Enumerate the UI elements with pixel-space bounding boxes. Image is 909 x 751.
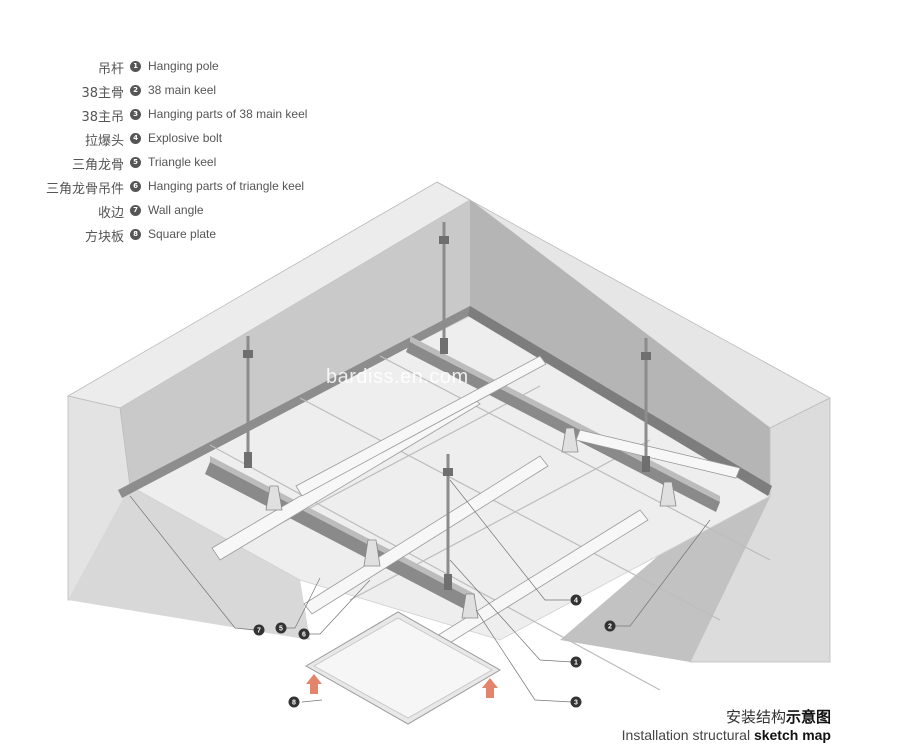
legend-number-badge: 7 [130, 205, 141, 216]
callout-8-label: 8 [292, 700, 296, 707]
legend-number-badge: 6 [130, 181, 141, 192]
legend-cn-label: 三角龙骨 [71, 158, 124, 173]
callout-5-label: 5 [279, 626, 283, 633]
callout-3: 3 [570, 696, 582, 708]
square-plate [305, 611, 501, 725]
callout-1-label: 1 [574, 660, 578, 667]
callout-2: 2 [604, 620, 616, 632]
legend-cn-label: 收边 [97, 206, 124, 221]
leader-lines [129, 479, 711, 703]
legend-number-badge: 2 [130, 85, 141, 96]
legend-cn-label: 三角龙骨吊件 [45, 182, 124, 197]
legend-item: 38主吊 3 Hanging parts of 38 main keel [0, 104, 360, 126]
callout-4: 4 [570, 594, 582, 606]
caption-en-bold: sketch map [753, 727, 831, 743]
legend-cn-label: 38主骨 [81, 86, 124, 101]
caption-en-regular: Installation structural [621, 727, 754, 743]
legend-en-label: Triangle keel [148, 155, 217, 169]
caption-cn: 安装结构示意图 [622, 706, 831, 727]
legend-cn-label: 38主吊 [81, 110, 124, 125]
legend-item: 三角龙骨 5 Triangle keel [0, 152, 360, 174]
legend-en-label: Square plate [148, 227, 217, 241]
callout-6-label: 6 [302, 632, 306, 639]
callout-3-label: 3 [574, 700, 578, 707]
wall-face-left [120, 200, 470, 486]
callout-7: 7 [253, 624, 265, 636]
callout-7-label: 7 [257, 628, 261, 635]
legend-number-badge: 8 [130, 229, 141, 240]
callout-8: 8 [288, 696, 300, 708]
callout-4-label: 4 [574, 598, 578, 605]
legend-en-label: Hanging parts of triangle keel [148, 179, 305, 193]
callout-6: 6 [298, 628, 310, 640]
legend-item: 拉爆头 4 Explosive bolt [0, 128, 360, 150]
legend-number-badge: 3 [130, 109, 141, 120]
caption: 安装结构示意图 Installation structural sketch m… [622, 706, 831, 743]
legend-en-label: Wall angle [148, 203, 204, 217]
legend-item: 收边 7 Wall angle [0, 200, 360, 222]
caption-cn-regular: 安装结构 [725, 708, 786, 726]
caption-en: Installation structural sketch map [622, 727, 831, 743]
legend-number-badge: 5 [130, 157, 141, 168]
callout-1: 1 [570, 656, 582, 668]
triangle-keels [211, 355, 741, 671]
legend-en-label: Hanging parts of 38 main keel [148, 107, 308, 121]
legend-cn-label: 拉爆头 [84, 134, 124, 149]
legend-number-badge: 1 [130, 61, 141, 72]
legend-cn-label: 吊杆 [97, 62, 124, 77]
hanging-pole-clips [243, 236, 651, 590]
legend-number-badge: 4 [130, 133, 141, 144]
triangle-keel-hangers [265, 427, 677, 619]
watermark: bardiss.en.com [326, 366, 469, 388]
callout-2-label: 2 [608, 624, 612, 631]
legend-item: 方块板 8 Square plate [0, 224, 360, 246]
caption-cn-bold: 示意图 [785, 708, 831, 726]
legend-cn-label: 方块板 [84, 230, 124, 245]
callout-5: 5 [275, 622, 287, 634]
legend-en-label: 38 main keel [148, 83, 217, 97]
wall-angle-left [118, 306, 472, 498]
wall-lower-right [560, 496, 770, 662]
wall-face-right [470, 200, 770, 496]
up-arrows [306, 674, 498, 698]
wall-angle-right [468, 306, 772, 496]
legend-en-label: Explosive bolt [148, 131, 223, 145]
wall-lower-left [68, 486, 310, 640]
legend-item: 三角龙骨吊件 6 Hanging parts of triangle keel [0, 176, 360, 198]
legend-item: 吊杆 1 Hanging pole [0, 56, 360, 78]
legend-en-label: Hanging pole [148, 59, 219, 73]
legend-item: 38主骨 2 38 main keel [0, 80, 360, 102]
